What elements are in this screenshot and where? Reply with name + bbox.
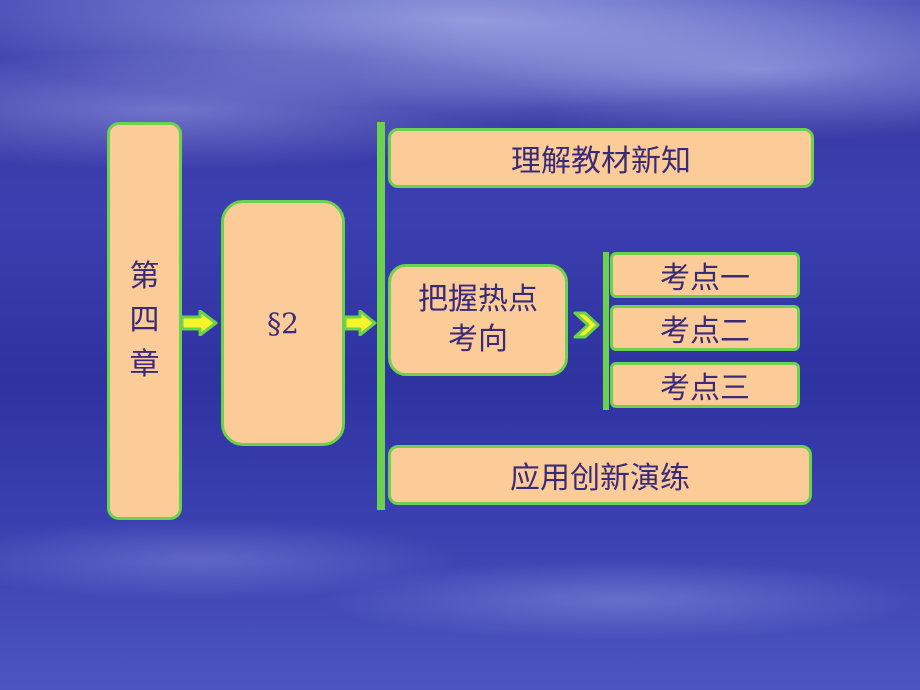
arrow-right-icon	[343, 310, 377, 336]
point-two-box[interactable]: 考点二	[610, 305, 800, 351]
branch-hotspot-box[interactable]: 把握热点考向	[388, 264, 568, 376]
branch-practice-label: 应用创新演练	[510, 461, 690, 496]
point-three-label: 考点三	[660, 371, 750, 406]
branch-hotspot-label: 把握热点考向	[418, 282, 538, 357]
point-two-label: 考点二	[660, 314, 750, 349]
main-bracket-bar	[377, 122, 385, 510]
chapter-label: 第四章	[129, 259, 160, 382]
point-one-label: 考点一	[660, 261, 750, 296]
arrow-right-icon	[180, 310, 218, 336]
point-one-box[interactable]: 考点一	[610, 252, 800, 298]
branch-understand-label: 理解教材新知	[511, 144, 691, 179]
chapter-box[interactable]: 第四章	[107, 122, 182, 520]
chevron-right-icon	[573, 311, 600, 339]
branch-practice-box[interactable]: 应用创新演练	[388, 445, 812, 505]
section-box[interactable]: §2	[221, 200, 345, 446]
section-label: §2	[267, 306, 299, 340]
branch-understand-box[interactable]: 理解教材新知	[388, 128, 814, 188]
point-three-box[interactable]: 考点三	[610, 362, 800, 408]
sub-bracket-bar	[603, 252, 609, 410]
